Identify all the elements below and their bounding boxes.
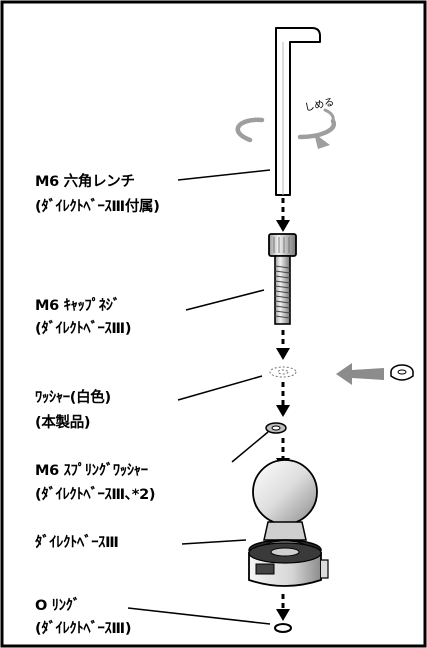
label-o-ring: O ﾘﾝｸﾞ bbox=[35, 598, 80, 614]
washer-product-icon bbox=[390, 364, 414, 381]
leader-wrench bbox=[177, 169, 271, 181]
label-hex-wrench: M6 六角レンチ bbox=[35, 174, 135, 190]
spring-washer-drawing bbox=[265, 422, 287, 434]
leader-direct-base bbox=[181, 539, 247, 545]
label-cap-screw-sub: (ﾀﾞｲﾚｸﾄﾍﾞｰｽⅢ) bbox=[35, 321, 132, 337]
leader-cap-screw bbox=[185, 289, 265, 311]
label-direct-base: ﾀﾞｲﾚｸﾄﾍﾞｰｽⅢ bbox=[35, 535, 119, 551]
label-cap-screw: M6 ｷｬｯﾌﾟﾈｼﾞ bbox=[35, 298, 120, 314]
label-o-ring-sub: (ﾀﾞｲﾚｸﾄﾍﾞｰｽⅢ) bbox=[35, 621, 132, 637]
o-ring-drawing bbox=[274, 623, 292, 633]
label-spring-washer-sub: (ﾀﾞｲﾚｸﾄﾍﾞｰｽⅢ､*2) bbox=[35, 487, 156, 503]
label-spring-washer: M6 ｽﾌﾟﾘﾝｸﾞﾜｯｼｬｰ bbox=[35, 463, 148, 479]
leader-white-washer bbox=[177, 375, 263, 401]
label-hex-wrench-sub: (ﾀﾞｲﾚｸﾄﾍﾞｰｽⅢ付属) bbox=[35, 199, 160, 215]
hex-wrench-drawing bbox=[275, 27, 321, 196]
cap-screw-drawing bbox=[268, 233, 297, 325]
rotation-arrowhead bbox=[314, 133, 330, 149]
leader-spring-washer bbox=[231, 431, 269, 463]
rotation-arrow bbox=[235, 108, 337, 143]
insert-arrow bbox=[336, 363, 384, 385]
leader-o-ring bbox=[127, 607, 271, 625]
direct-base-drawing bbox=[248, 459, 329, 587]
white-washer-drawing bbox=[269, 366, 297, 378]
label-white-washer-sub: (本製品) bbox=[35, 415, 91, 431]
label-white-washer: ﾜｯｼｬｰ(白色) bbox=[35, 390, 111, 406]
